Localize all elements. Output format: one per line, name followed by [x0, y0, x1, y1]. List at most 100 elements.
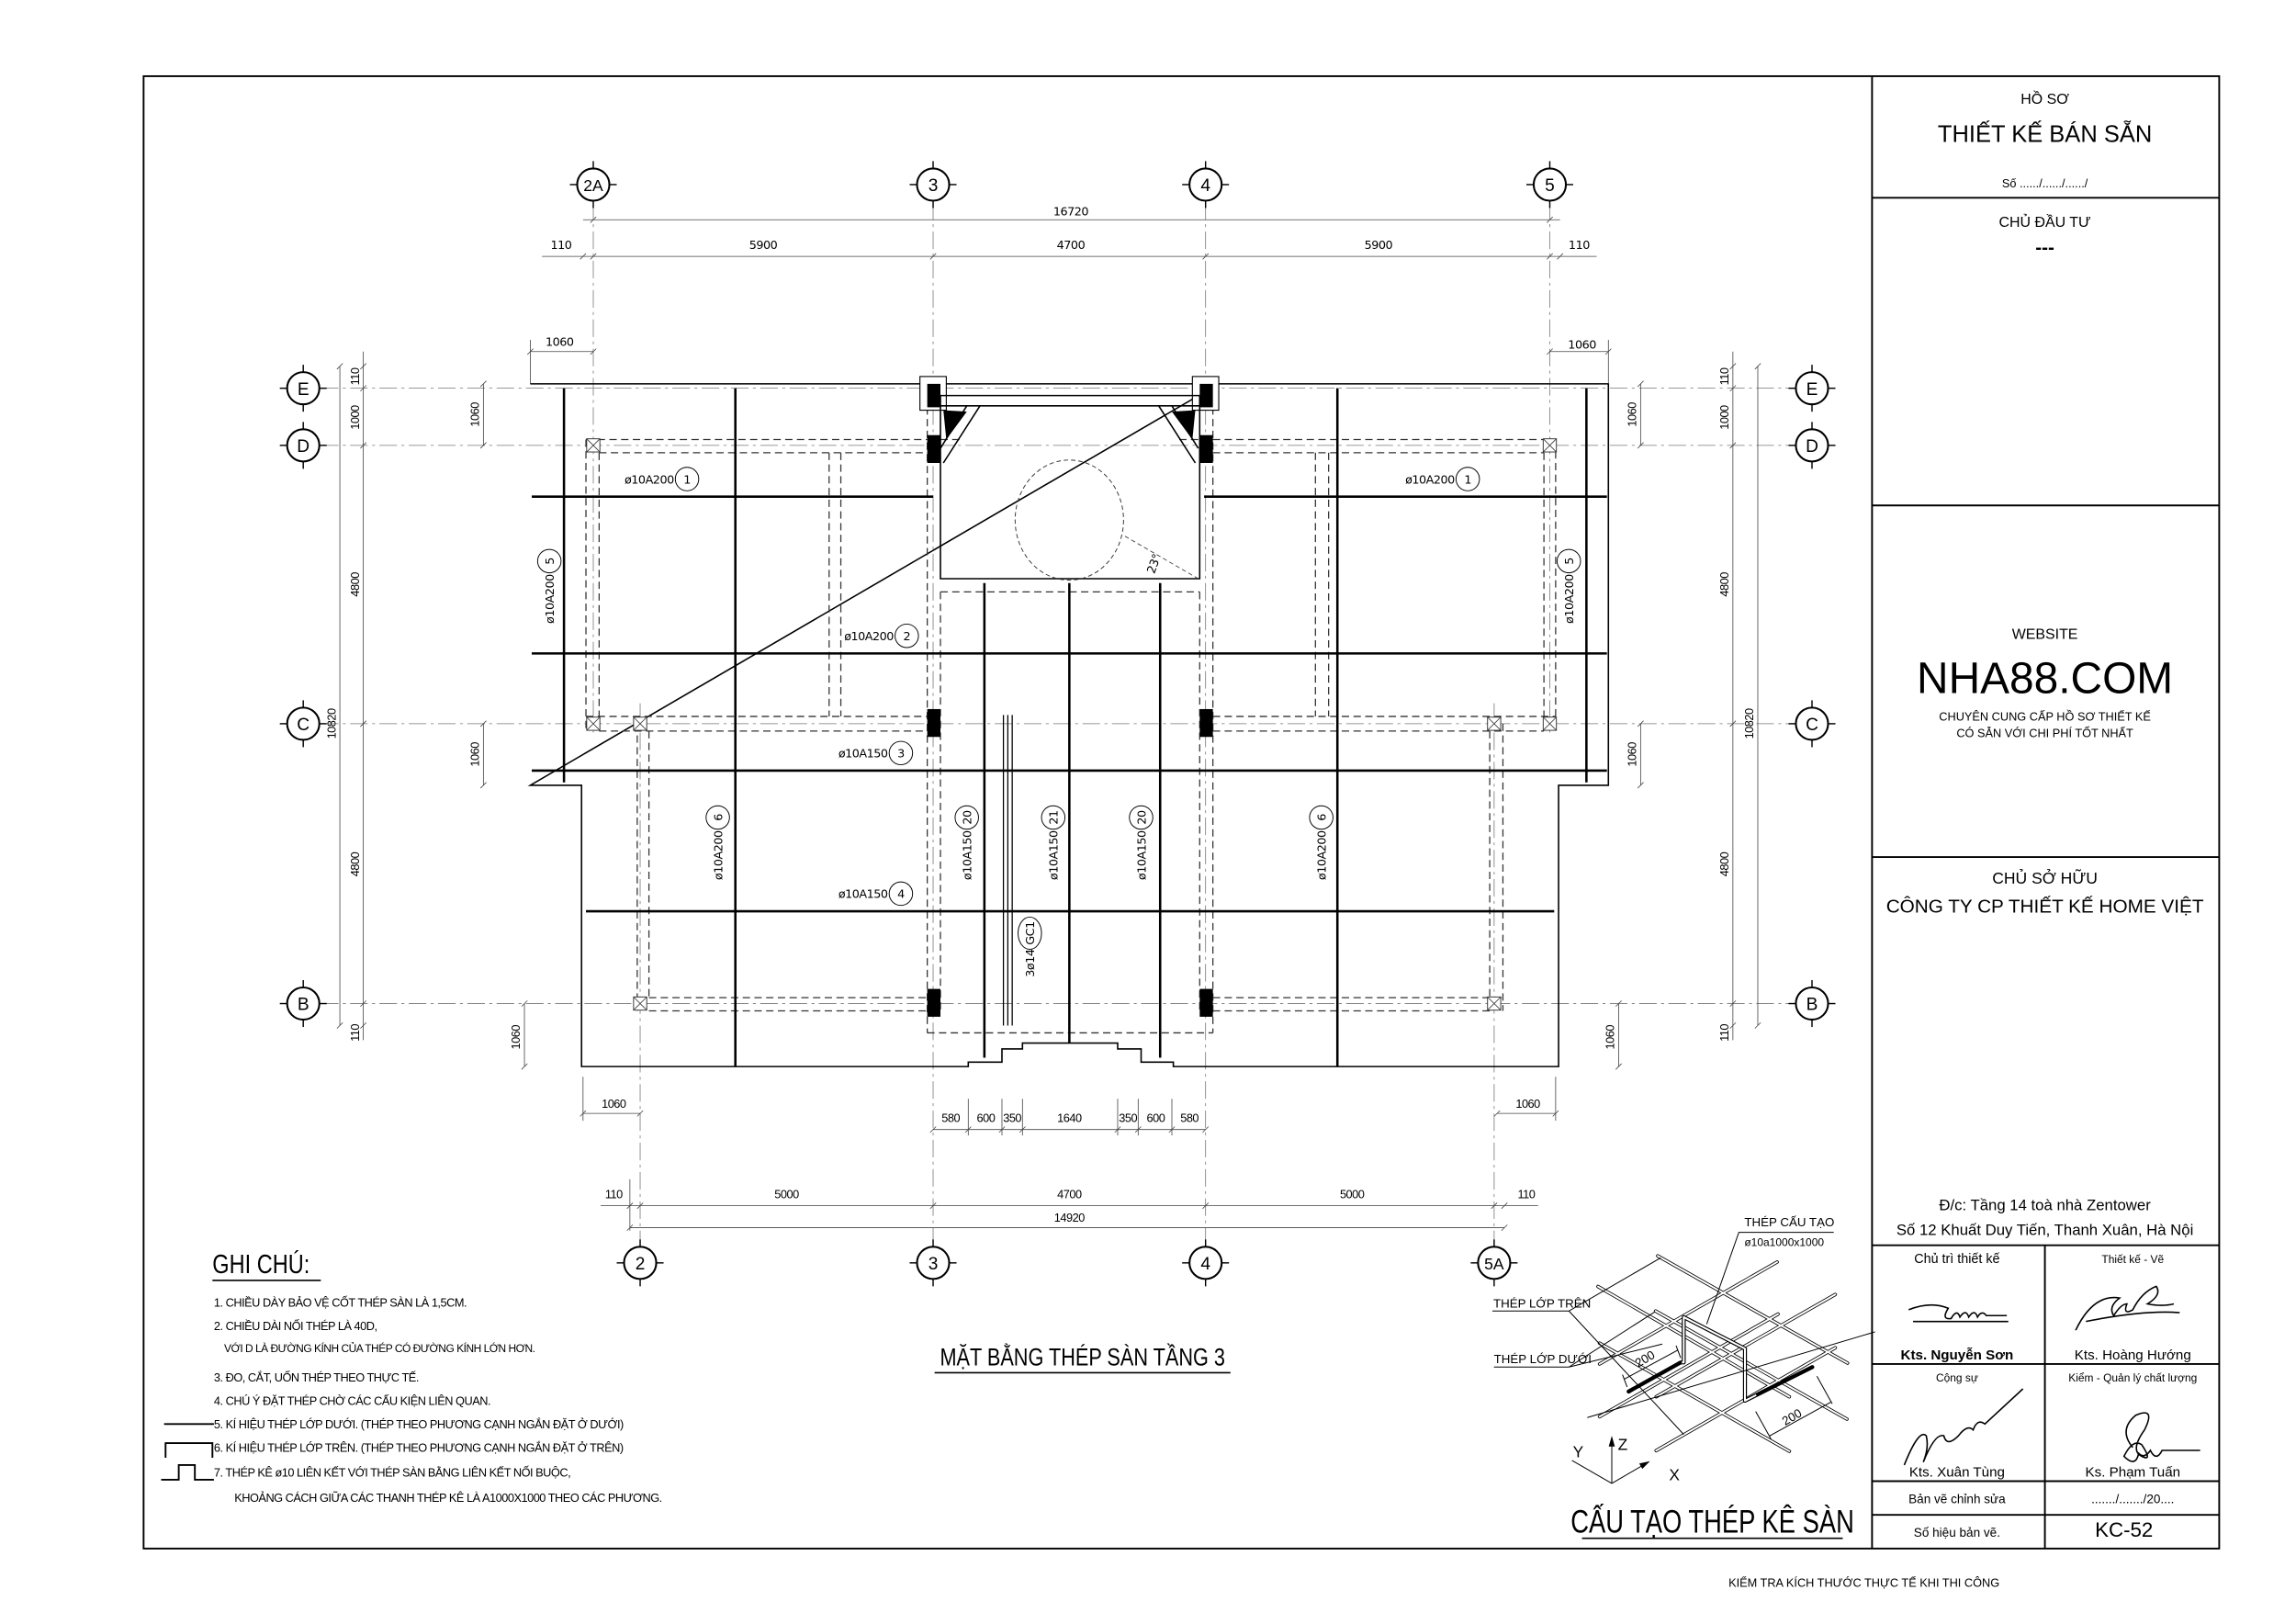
- axis-x-label: X: [1669, 1466, 1680, 1484]
- note-item: 4. CHÚ Ý ĐẶT THÉP CHỜ CÁC CẤU KIỆN LIÊN …: [214, 1394, 490, 1408]
- svg-text:E: E: [1806, 380, 1818, 400]
- revision-label: Bản vẽ chỉnh sửa: [1908, 1492, 2006, 1506]
- grid-bubble-right-B: B: [1787, 978, 1837, 1029]
- tagline: CHUYÊN CUNG CẤP HỒ SƠ THIẾT KẾ: [1939, 710, 2151, 724]
- svg-text:5: 5: [1545, 176, 1555, 196]
- top-layer-symbol: [164, 1442, 214, 1458]
- notes: GHI CHÚ: 1. CHIỀU DÀY BẢO VỆ CỐT THÉP SÀ…: [161, 1249, 662, 1505]
- dim-side-overall: 10820: [324, 708, 338, 739]
- project-type: THIẾT KẾ BÁN SẴN: [1938, 121, 2152, 148]
- dim-bottom-overall: 14920: [1054, 1211, 1085, 1224]
- signer-name: Kts. Xuân Tùng: [1909, 1465, 2005, 1481]
- dim-side-overhang: 1060: [1626, 742, 1639, 767]
- dim-top: 4700: [1057, 239, 1086, 253]
- record-number: Số ....../....../....../: [2002, 176, 2088, 190]
- dimensions: 16720 110 5900 4700 5900 110 1060 1060 1…: [324, 205, 1761, 1232]
- tagline: CÓ SẴN VỚI CHI PHÍ TỐT NHẤT: [1956, 726, 2133, 739]
- svg-text:ø10A200: ø10A200: [1315, 830, 1329, 880]
- svg-text:ø10A200: ø10A200: [844, 630, 894, 644]
- signer-name: Kts. Hoàng Hướng: [2075, 1348, 2191, 1363]
- title-block: HỒ SƠ THIẾT KẾ BÁN SẴN Số ....../....../…: [1871, 75, 2220, 1549]
- ho-so-label: HỒ SƠ: [2020, 90, 2069, 107]
- dim-side-overhang: 1060: [1604, 1025, 1617, 1050]
- note-item: 6. KÍ HIỆU THÉP LỚP TRÊN. (THÉP THEO PHƯ…: [214, 1441, 624, 1455]
- dim-bottom: 5000: [1340, 1188, 1365, 1201]
- grid-bubble-top-2A: 2A: [568, 160, 618, 209]
- dim-top: 5900: [1365, 239, 1393, 253]
- svg-text:3ø14: 3ø14: [1024, 949, 1038, 977]
- svg-text:3: 3: [929, 1255, 939, 1274]
- grid-bubble-left-C: C: [278, 699, 328, 749]
- svg-text:ø10A200: ø10A200: [712, 830, 726, 880]
- rebar-label-2: ø10A200 2: [844, 623, 919, 648]
- dim-side: 110: [1717, 1024, 1731, 1042]
- svg-text:20: 20: [961, 810, 974, 825]
- svg-text:ø10A200: ø10A200: [1563, 574, 1577, 624]
- axis-z-label: Z: [1618, 1435, 1628, 1453]
- chair-detail: THÉP CẤU TẠO ø10a1000x1000 THÉP LỚP TRÊN…: [1491, 1215, 1875, 1539]
- rebar-label-gc1: 3ø14 GC1: [1018, 916, 1042, 977]
- dim-top: 5900: [749, 239, 778, 253]
- owner-value: CÔNG TY CP THIẾT KẾ HOME VIỆT: [1886, 897, 2204, 918]
- rebars: [532, 388, 1607, 1067]
- revision-value: ......./......./20....: [2091, 1492, 2174, 1506]
- dim-stair: 600: [977, 1111, 996, 1125]
- dim-stair: 1640: [1057, 1111, 1082, 1125]
- role-label: Thiết kế - Vẽ: [2101, 1253, 2164, 1266]
- column-markers: [586, 438, 1558, 1011]
- grid-bubble-right-C: C: [1787, 699, 1837, 749]
- chair-label: THÉP CẤU TẠO: [1744, 1215, 1834, 1229]
- dim-bottom-overhang: 1060: [602, 1097, 626, 1111]
- columns: [927, 434, 1213, 1017]
- grid-bubble-bottom-5A: 5A: [1469, 1238, 1519, 1288]
- svg-text:B: B: [1806, 996, 1818, 1015]
- svg-text:4: 4: [1200, 176, 1210, 196]
- dim-bottom: 4700: [1057, 1188, 1082, 1201]
- grid-bubble-bottom-4: 4: [1181, 1238, 1231, 1288]
- owner-label: CHỦ SỞ HỮU: [1992, 868, 2098, 887]
- svg-text:ø10A200: ø10A200: [1405, 473, 1455, 487]
- angle-label: 23°: [1145, 552, 1165, 575]
- svg-text:ø10A150: ø10A150: [1135, 830, 1149, 880]
- grid-bubble-top-5: 5: [1525, 160, 1575, 209]
- void-circle: [1014, 459, 1124, 581]
- notes-title: GHI CHÚ:: [212, 1249, 310, 1280]
- dim-bottom: 110: [605, 1188, 623, 1201]
- dim-side: 4800: [1717, 851, 1731, 876]
- role-label: Cộng sự: [1936, 1371, 1978, 1384]
- grid-bubble-right-E: E: [1787, 364, 1837, 413]
- svg-text:6: 6: [1315, 814, 1329, 821]
- dim-stair: 600: [1147, 1111, 1165, 1125]
- dim-side-overhang: 1060: [509, 1025, 523, 1050]
- grid-bubble-bottom-3: 3: [908, 1238, 958, 1288]
- grid-bubble-top-3: 3: [908, 160, 958, 209]
- note-item: 7. THÉP KÊ ø10 LIÊN KẾT VỚI THÉP SÀN BẰN…: [214, 1466, 570, 1480]
- svg-text:2: 2: [903, 630, 910, 644]
- dim-stair: 350: [1003, 1111, 1021, 1125]
- dim-side-overhang: 1060: [468, 402, 482, 427]
- signer-name: Kts. Nguyễn Sơn: [1901, 1348, 2014, 1363]
- address-line: Số 12 Khuất Duy Tiến, Thanh Xuân, Hà Nội: [1896, 1222, 2193, 1239]
- chair-spec: ø10a1000x1000: [1744, 1236, 1824, 1249]
- dim-side-overhang: 1060: [468, 742, 482, 767]
- grid-bubble-left-B: B: [278, 978, 328, 1029]
- dim-side-overall: 10820: [1742, 708, 1756, 739]
- grid-bubble-right-D: D: [1787, 421, 1837, 470]
- detail-title: CẤU TẠO THÉP KÊ SÀN: [1570, 1504, 1854, 1539]
- website-link[interactable]: NHA88.COM: [1917, 654, 2173, 703]
- svg-text:5: 5: [1563, 558, 1577, 565]
- svg-text:GC1: GC1: [1024, 921, 1038, 944]
- drawing-number-label: Số hiệu bản vẽ.: [1914, 1526, 2000, 1539]
- dim-top: 110: [1569, 239, 1590, 253]
- beams: [585, 395, 1557, 1034]
- dim-side: 1000: [1717, 405, 1731, 430]
- grid-lines: [321, 202, 1795, 1246]
